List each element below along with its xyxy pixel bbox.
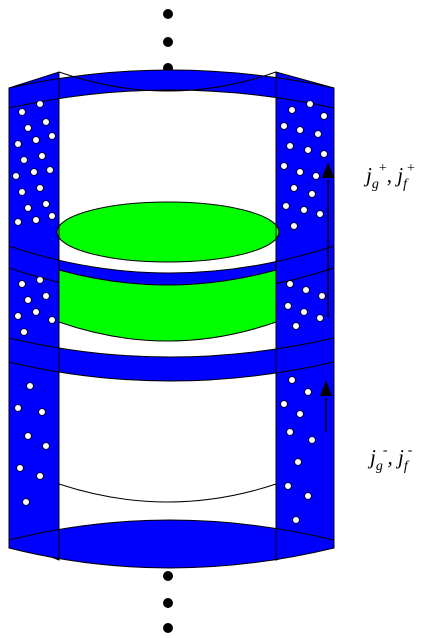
bubble [300,206,308,214]
bubble [18,108,26,116]
bubble [316,210,324,218]
bubble [288,376,296,384]
flux-arrow-upper [322,162,334,318]
bubble [14,218,22,226]
bubble [296,168,304,176]
bubble [320,112,328,120]
bubble [290,184,298,192]
label-lower-flux: jg-, jf- [367,443,413,474]
bubble [46,166,54,174]
bubble [308,436,316,444]
bubble [280,122,288,130]
bubble [308,190,316,198]
bubble [290,222,298,230]
bubble [304,492,312,500]
bubble [288,106,296,114]
continuation-dots-top [163,9,173,73]
bubble [12,172,20,180]
bubble [16,464,24,472]
bubble [318,292,326,300]
bubble [42,442,50,450]
bubble [42,118,50,126]
bubble [302,286,310,294]
bubble [36,184,44,192]
bubble [312,172,320,180]
bubble [284,302,292,310]
bubble [32,308,40,316]
bubble [286,142,294,150]
bubble [292,516,300,524]
bubble [316,314,324,322]
bubble [14,312,22,320]
bubble [42,200,50,208]
bubble [286,428,294,436]
bubble [42,292,50,300]
bubble [24,296,32,304]
bubbles [12,100,328,524]
tube-lower-band [8,337,335,382]
bubble [38,152,46,160]
bubble [304,388,312,396]
bubble [306,100,314,108]
continuation-dots-bottom [163,571,173,633]
bubble [296,410,304,418]
bubble [22,498,30,506]
bubble [304,146,312,154]
bubble [26,382,34,390]
bubble [36,472,44,480]
bubble [320,150,328,158]
tube-top-inner-edge [58,71,277,92]
tube-bottom-rim [8,519,335,569]
bubble [24,204,32,212]
bubble [48,316,56,324]
bubble [38,408,46,416]
label-upper-flux: jg+, jf+ [363,161,415,192]
bubble [294,458,302,466]
bubble [314,130,322,138]
bubble [280,400,288,408]
bubble [14,140,22,148]
bubble [20,328,28,336]
bubble [296,126,304,134]
bubble [300,308,308,316]
bubble [280,162,288,170]
bubble [20,156,28,164]
bubble [36,100,44,108]
bubble [24,124,32,132]
bubble [32,216,40,224]
bubble [284,482,292,490]
bubble [292,322,300,330]
bubble [282,202,290,210]
tube-bottom-inner-edge [58,483,277,503]
bubble [18,280,26,288]
bubble [36,276,44,284]
bubble [32,136,40,144]
bubble [48,132,56,140]
bubble [48,212,56,220]
slab-top [56,201,280,263]
bubble [18,188,26,196]
bubble [24,432,32,440]
bubble [286,280,294,288]
bubble [30,168,38,176]
bubble [14,404,22,412]
flux-arrow-lower [320,380,332,432]
